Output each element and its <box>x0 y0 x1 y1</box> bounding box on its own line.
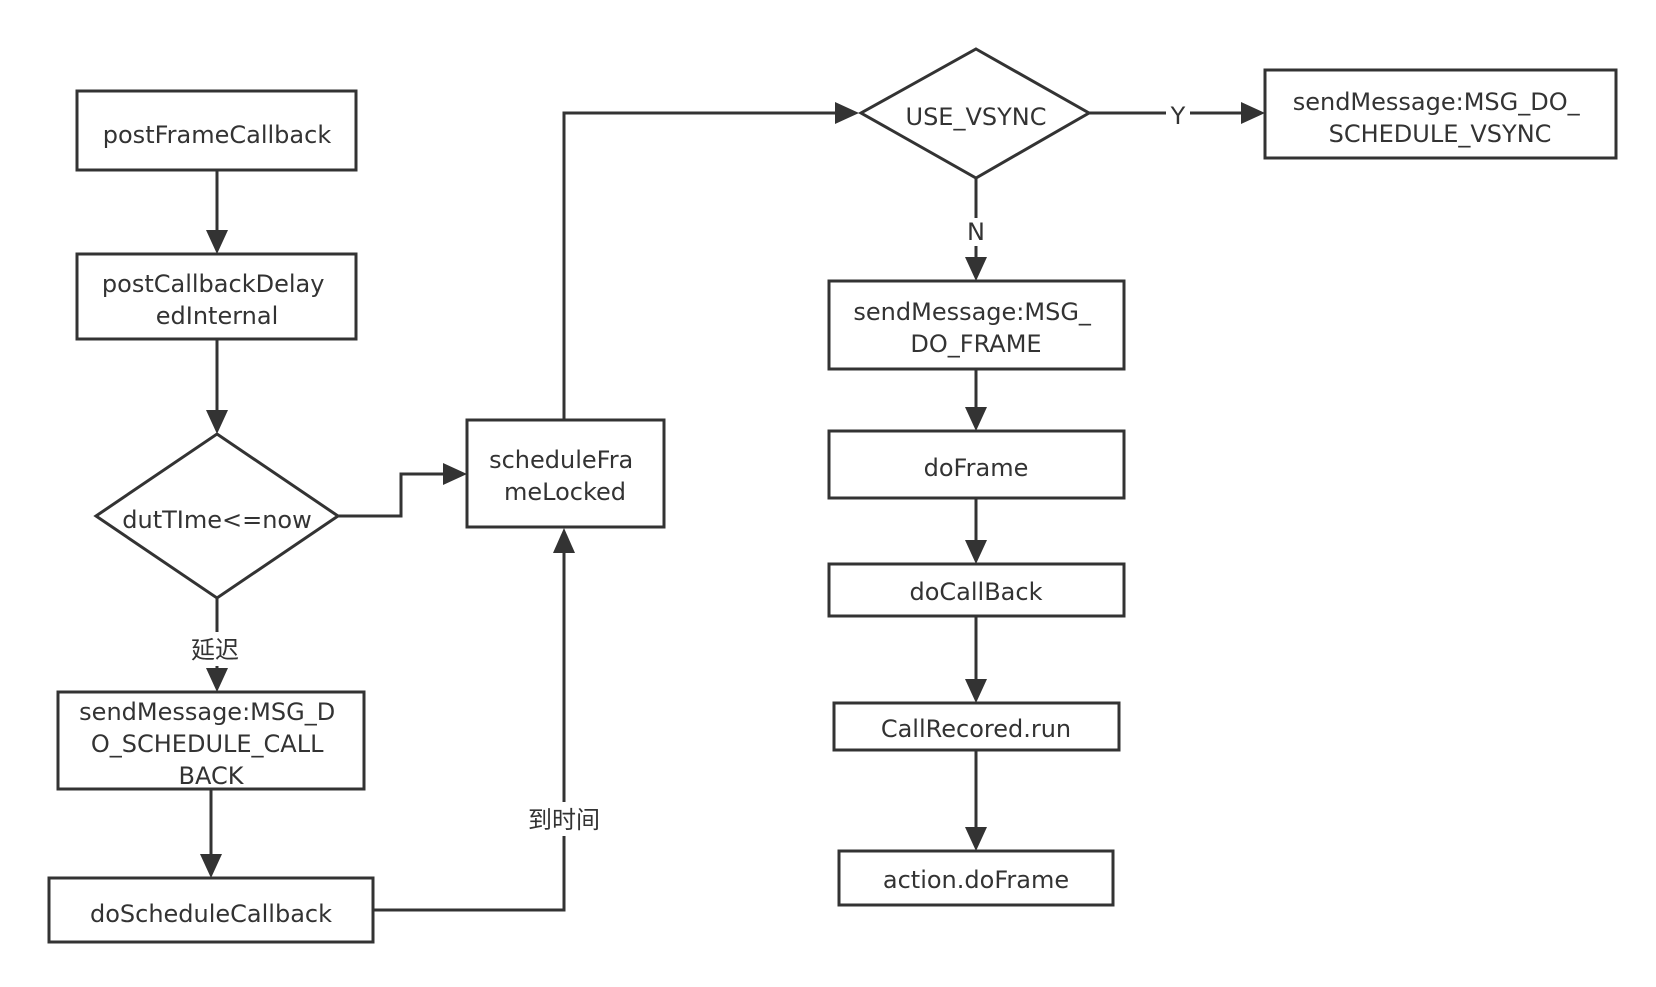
edges <box>200 102 1265 912</box>
svg-text:postCallbackDelay edIn: postCallbackDelay edInternal <box>102 270 332 330</box>
svg-text:doCallBack: doCallBack <box>910 578 1043 606</box>
edge-postframecallback-to-postcallbackdelayed <box>206 170 228 254</box>
svg-text:sendMessage:MSG_D O_SC: sendMessage:MSG_D O_SCHEDULE_CALL BACK <box>79 698 343 790</box>
edge-label-time-reached: 到时间 <box>528 806 600 834</box>
edge-callrecordrun-to-actiondoframe <box>965 750 987 851</box>
node-usevsync-decision: USE_VSYNC <box>857 47 1093 180</box>
node-label-line-1: sendMessage:MSG_D <box>79 698 335 726</box>
node-send-schedule-callback: sendMessage:MSG_D O_SCHEDULE_CALL BACK <box>56 690 366 791</box>
svg-text:postFrameCallback: postFrameCallback <box>103 121 332 149</box>
edge-labels: 延迟 到时间 Y N <box>186 100 1190 836</box>
edge-label-delay: 延迟 <box>191 636 239 664</box>
edge-send-schedule-callback-to-doschedulecallback <box>200 789 222 878</box>
decision-label: dutTIme<=now <box>122 506 311 534</box>
edge-duetime-to-scheduleframelocked <box>338 463 467 518</box>
node-label: doFrame <box>924 454 1029 482</box>
edge-label-yes: Y <box>1170 102 1186 130</box>
node-label: doScheduleCallback <box>90 900 332 928</box>
edge-send-doframe-to-doframe <box>965 369 987 431</box>
svg-text:dutTIme<=now: dutTIme<=now <box>122 506 311 534</box>
node-label-line-2: O_SCHEDULE_CALL <box>91 730 324 758</box>
node-label-line-3: BACK <box>179 762 245 790</box>
node-callrecordrun: CallRecored.run <box>832 701 1121 752</box>
node-actiondoframe: action.doFrame <box>837 849 1115 907</box>
svg-text:CallRecored.run: CallRecored.run <box>881 715 1071 743</box>
edge-scheduleframelocked-to-usevsync <box>562 102 859 419</box>
svg-text:doScheduleCallback: doScheduleCallback <box>90 900 332 928</box>
svg-text:scheduleFra meLocked: scheduleFra meLocked <box>489 446 641 506</box>
node-docallback: doCallBack <box>827 562 1126 618</box>
node-scheduleframelocked: scheduleFra meLocked <box>465 418 666 529</box>
node-label-line-2: meLocked <box>504 478 626 506</box>
node-postcallbackdelayedinternal: postCallbackDelay edInternal <box>75 252 358 341</box>
node-send-schedule-vsync: sendMessage:MSG_DO_ SCHEDULE_VSYNC <box>1263 68 1618 160</box>
node-label-line-2: edInternal <box>156 302 279 330</box>
edge-usevsync-to-send-schedule-vsync <box>1089 102 1265 124</box>
node-label: action.doFrame <box>883 866 1069 894</box>
edge-doframe-to-docallback <box>965 498 987 564</box>
edge-postcallbackdelayed-to-duetime-decision <box>206 339 228 434</box>
svg-text:doFrame: doFrame <box>924 454 1029 482</box>
svg-text:USE_VSYNC: USE_VSYNC <box>906 103 1047 131</box>
node-send-doframe: sendMessage:MSG_ DO_FRAME <box>827 279 1126 371</box>
node-label-line-1: postCallbackDelay <box>102 270 325 298</box>
svg-text:action.doFrame: action.doFrame <box>883 866 1069 894</box>
edge-docallback-to-callrecordrun <box>965 617 987 703</box>
node-label-line-1: sendMessage:MSG_DO_ <box>1293 88 1581 116</box>
node-label-line-2: DO_FRAME <box>910 330 1041 358</box>
edge-label-no: N <box>967 218 985 246</box>
node-doschedulecallback: doScheduleCallback <box>47 876 375 944</box>
svg-text:sendMessage:MSG_DO_ SC: sendMessage:MSG_DO_ SCHEDULE_VSYNC <box>1293 88 1588 148</box>
node-label: CallRecored.run <box>881 715 1071 743</box>
node-label: doCallBack <box>910 578 1043 606</box>
node-duetime-decision: dutTIme<=now <box>93 432 341 600</box>
edge-doschedulecallback-to-scheduleframelocked <box>374 528 575 912</box>
node-label: postFrameCallback <box>103 121 332 149</box>
nodes: postFrameCallback postCallbackDelay edIn… <box>47 47 1618 944</box>
node-doframe: doFrame <box>827 429 1126 500</box>
node-label-line-1: sendMessage:MSG_ <box>853 298 1092 326</box>
decision-label: USE_VSYNC <box>906 103 1047 131</box>
node-label-line-2: SCHEDULE_VSYNC <box>1329 120 1552 148</box>
svg-text:sendMessage:MSG_ DO_FR: sendMessage:MSG_ DO_FRAME <box>853 298 1098 358</box>
node-postframecallback: postFrameCallback <box>75 89 358 172</box>
node-label-line-1: scheduleFra <box>489 446 633 474</box>
